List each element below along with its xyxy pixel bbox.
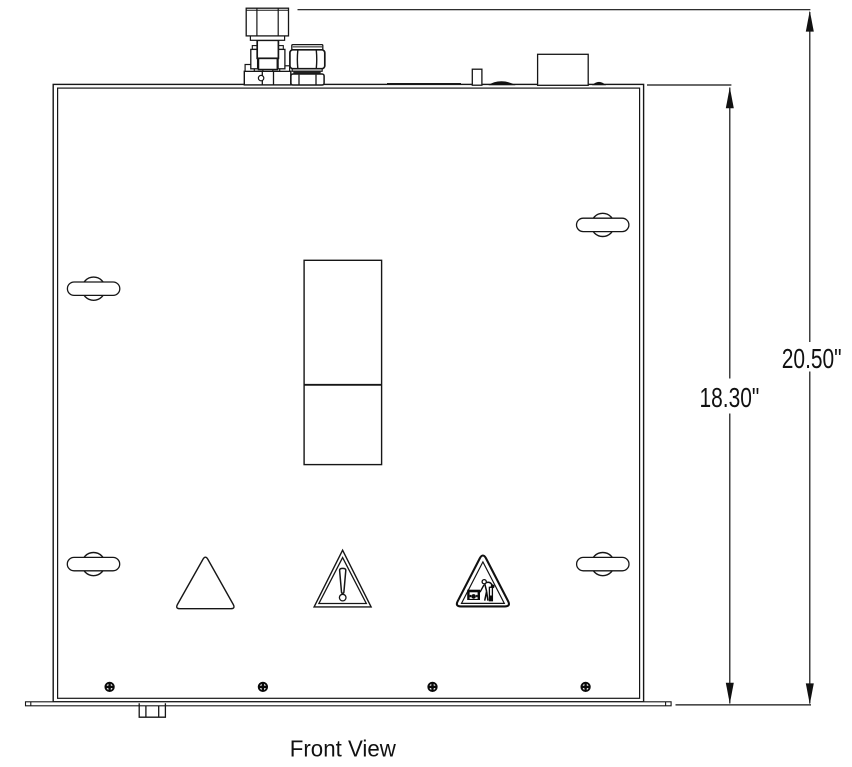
svg-text:18.30": 18.30": [700, 382, 760, 413]
svg-text:20.50": 20.50": [782, 343, 842, 374]
svg-text:Front View: Front View: [290, 736, 396, 762]
